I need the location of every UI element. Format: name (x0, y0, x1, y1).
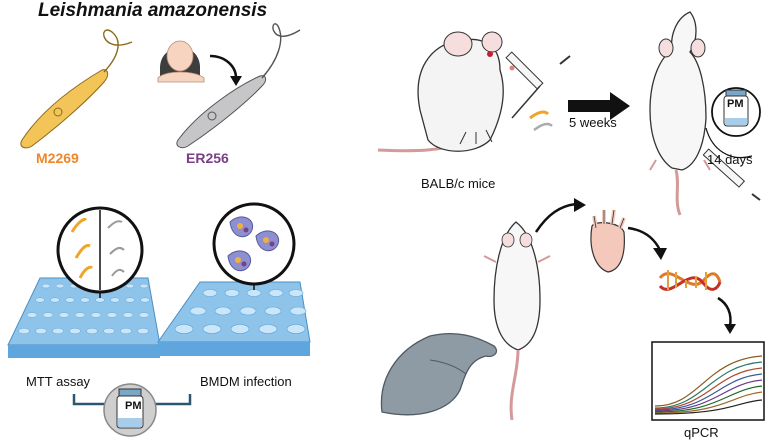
pm-vial-icon-upper (723, 89, 749, 127)
treated-mouse-icon (649, 11, 711, 216)
five-weeks-arrow-icon (568, 92, 630, 120)
bmdm-well-plate (157, 281, 311, 356)
mtt-zoom-bubble (56, 206, 144, 294)
strain-label-m2269: M2269 (36, 150, 79, 166)
dna-arrowhead-icon (653, 248, 667, 260)
balb-c-mouse-icon (377, 31, 515, 153)
parasite-inoculum-icon (529, 110, 553, 132)
qpcr-label: qPCR (684, 425, 719, 440)
treatment-syringe-icon (702, 148, 761, 201)
woman-avatar-icon (157, 40, 205, 83)
transfer-arrowhead-icon (230, 76, 242, 86)
qpcr-arrowhead-icon (724, 324, 736, 334)
treatment-period-label: 14 days (707, 152, 753, 167)
pm-vial-label-lower: PM (125, 400, 142, 412)
dna-helix-icon (658, 270, 722, 291)
promastigote-er256-icon (176, 23, 301, 149)
dna-arrow-icon (627, 226, 662, 251)
transfer-arrow-icon (209, 54, 238, 79)
mice-label: BALB/c mice (421, 176, 496, 191)
bmdm-zoom-bubble (212, 202, 296, 286)
bmdm-infection-label: BMDM infection (200, 374, 292, 389)
paw-arrow-icon (534, 202, 577, 233)
restrained-mouse-icon (483, 221, 551, 421)
gloved-hand-icon (380, 333, 498, 416)
paw-arrowhead-icon (574, 198, 586, 212)
qpcr-amplification-plot (651, 341, 765, 421)
infection-period-label: 5 weeks (569, 115, 617, 130)
paw-icon (590, 209, 626, 273)
pm-vial-label-upper: PM (727, 98, 744, 110)
qpcr-arrow-icon (717, 296, 732, 327)
promastigote-m2269-icon (20, 29, 133, 149)
mtt-assay-label: MTT assay (26, 374, 91, 389)
figure-title: Leishmania amazonensis (38, 0, 268, 21)
pm-vial-icon-lower (116, 388, 144, 429)
fourteen-days-bracket (705, 127, 753, 159)
syringe-infection-icon (505, 51, 571, 119)
strain-label-er256: ER256 (186, 150, 229, 166)
